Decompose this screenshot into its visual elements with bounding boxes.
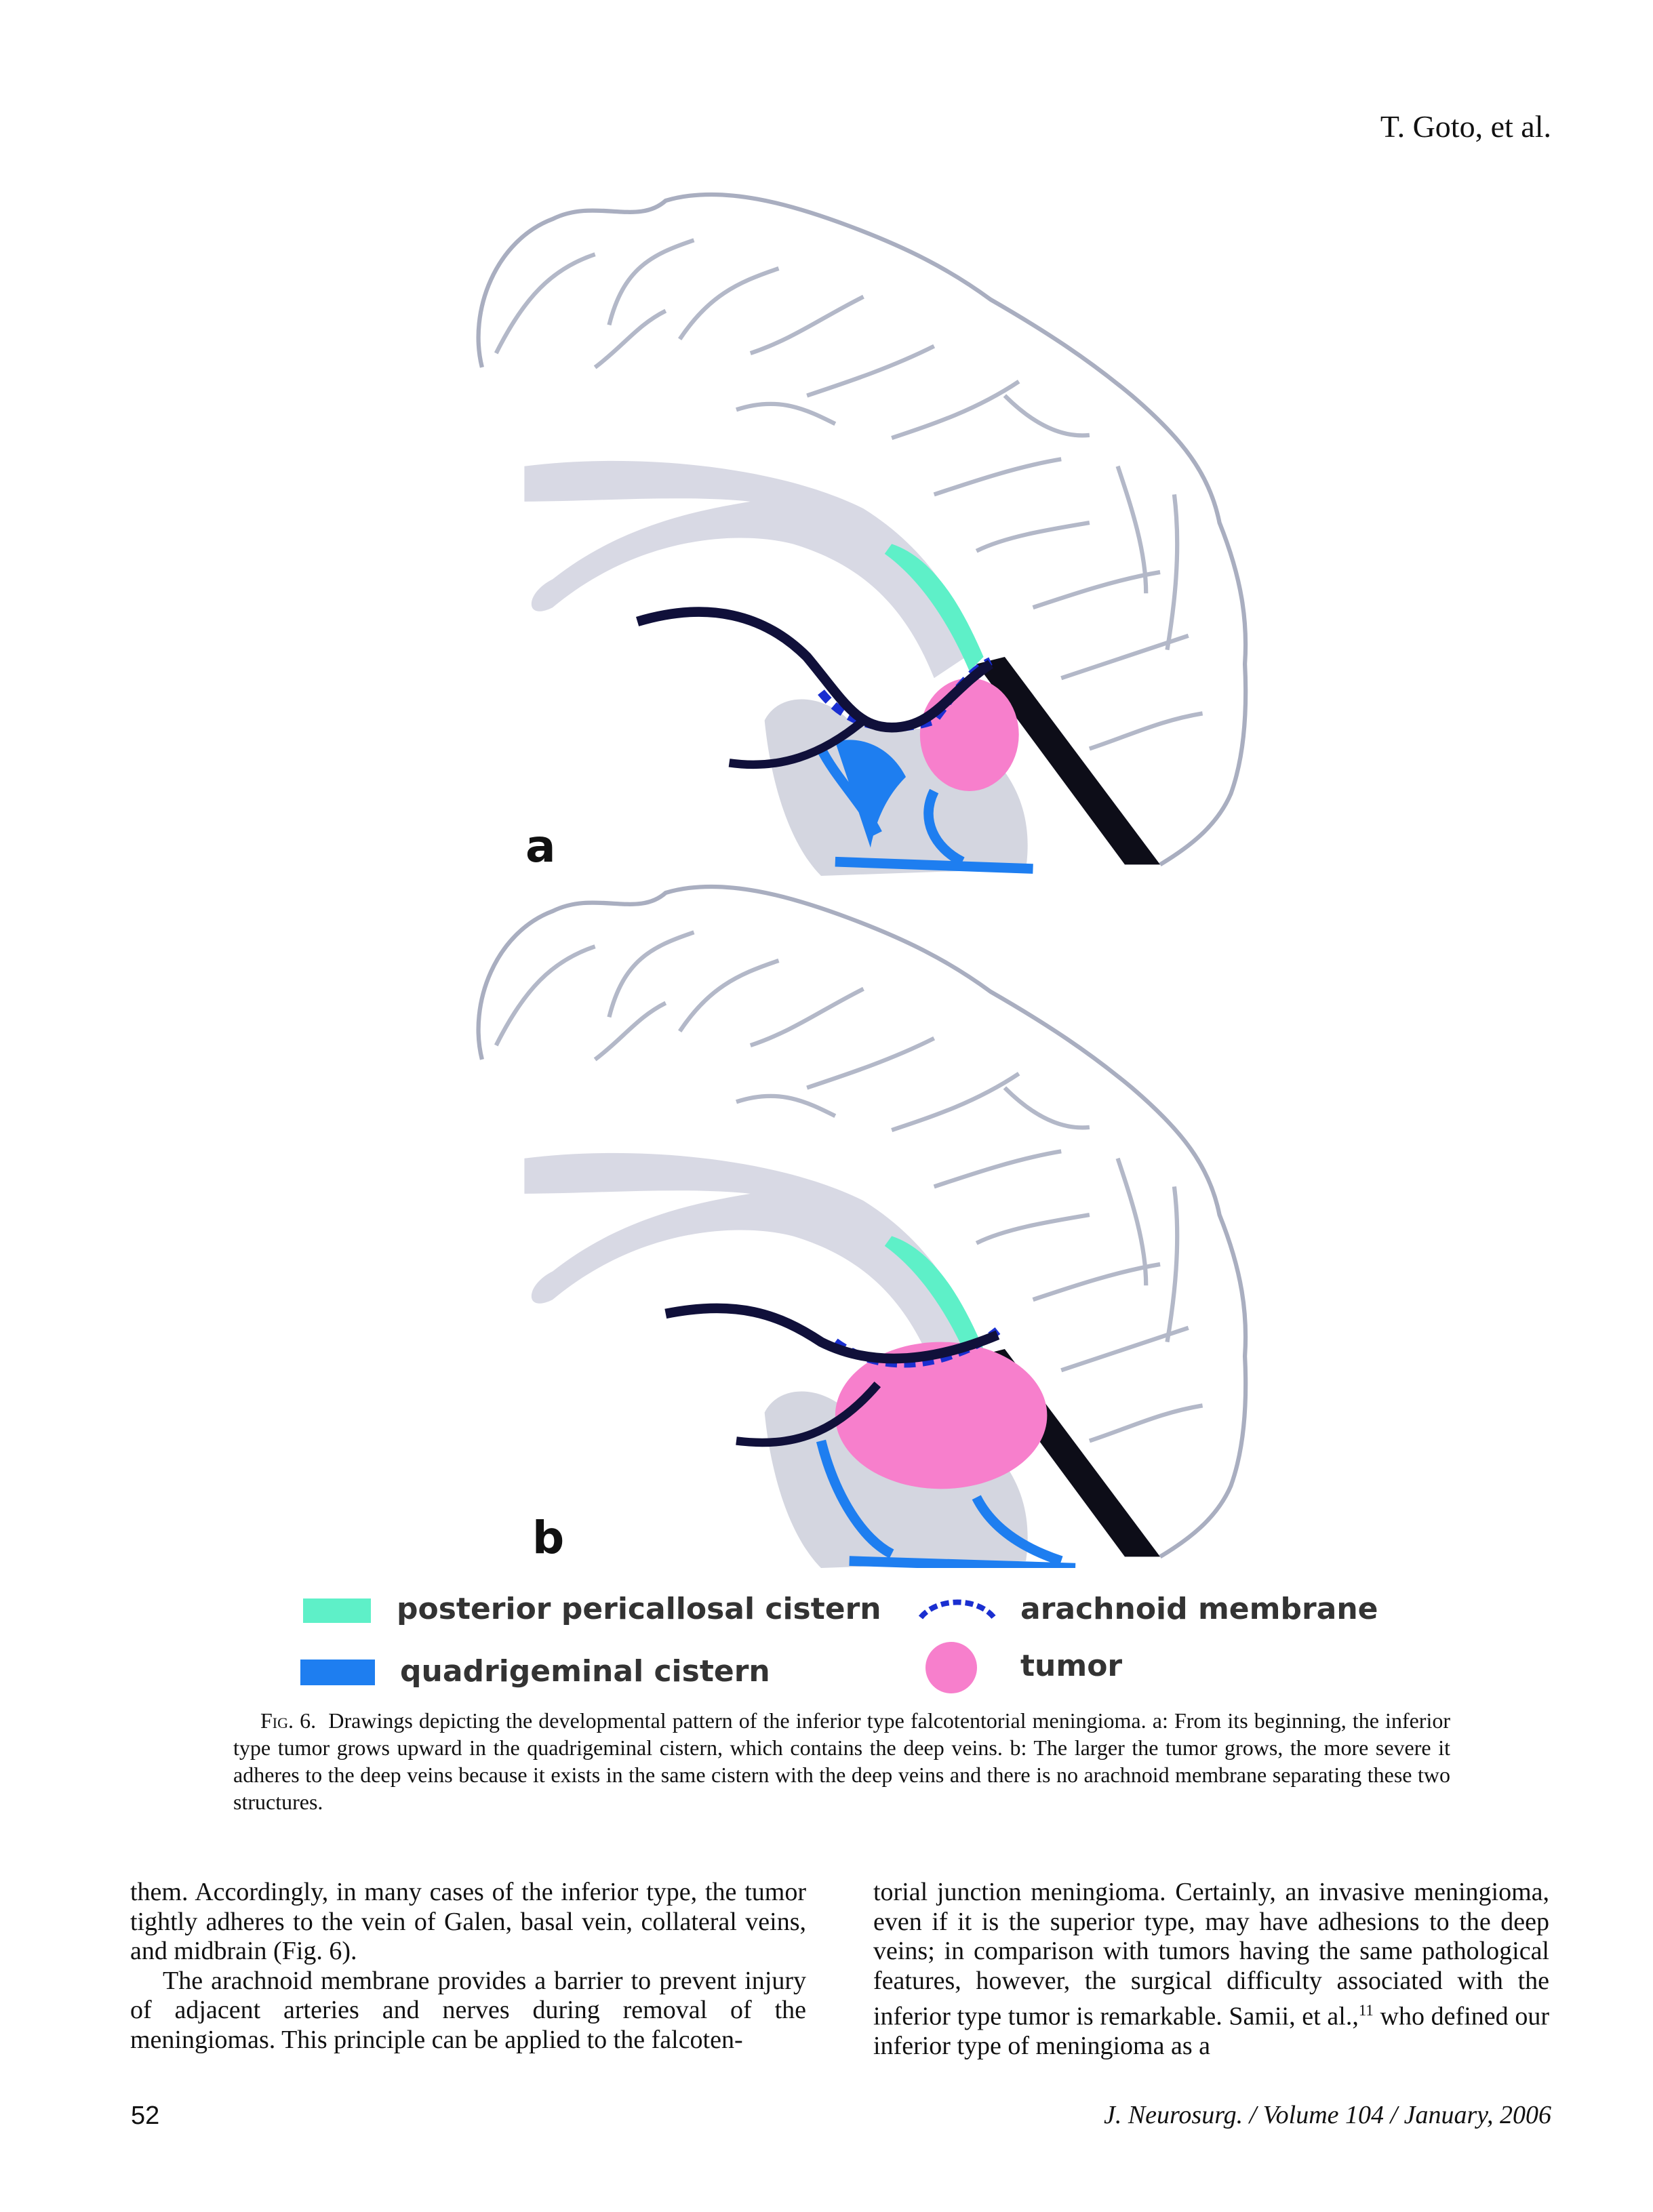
paragraph: The arachnoid membrane provides a barrie… — [130, 1966, 806, 2054]
legend-swatch-pericallosal — [303, 1598, 371, 1623]
journal-reference: J. Neurosurg. / Volume 104 / January, 20… — [1103, 2101, 1551, 2129]
legend-arachnoid-membrane-icon — [918, 1599, 997, 1620]
figure-caption: Fig. 6. Drawings depicting the developme… — [233, 1707, 1450, 1815]
brain-drawing-a — [468, 184, 1259, 876]
panel-label-a: a — [525, 820, 556, 872]
paragraph: them. Accordingly, in many cases of the … — [130, 1878, 806, 1965]
legend-label-arachnoid: arachnoid membrane — [1020, 1592, 1378, 1626]
quadrigeminal-cistern-fill — [835, 740, 907, 848]
figure-panel-a — [468, 184, 1259, 876]
brain-drawing-b — [468, 876, 1259, 1573]
tumor — [835, 1342, 1048, 1489]
figure-panel-b — [468, 876, 1259, 1573]
legend-swatch-quadrigeminal — [300, 1660, 375, 1685]
figure-caption-text: Drawings depicting the developmental pat… — [233, 1708, 1451, 1814]
legend-label-tumor: tumor — [1020, 1649, 1123, 1683]
body-column-left: them. Accordingly, in many cases of the … — [130, 1878, 806, 2055]
tumor — [919, 678, 1019, 791]
paragraph: torial junction meningioma. Certainly, a… — [873, 1878, 1549, 2062]
page-number: 52 — [131, 2102, 160, 2130]
basal-vein — [728, 717, 867, 769]
legend-label-quadrigeminal: quadrigeminal cistern — [400, 1654, 770, 1689]
panel-label-b: b — [532, 1512, 565, 1564]
legend-tumor-icon — [925, 1642, 977, 1693]
running-head: T. Goto, et al. — [1380, 109, 1551, 144]
paragraph-text: who defined our inferior type of meningi… — [873, 2002, 1549, 2061]
deep-vein — [636, 607, 994, 733]
deep-vein — [664, 1303, 1000, 1364]
quadrigeminal-cistern — [816, 1439, 1076, 1573]
citation-ref: 11 — [1358, 2002, 1374, 2019]
legend-label-pericallosal: posterior pericallosal cistern — [397, 1592, 881, 1626]
figure-caption-label: Fig. 6. — [260, 1708, 317, 1733]
paragraph-text: torial junction meningioma. Certainly, a… — [873, 1878, 1549, 2031]
basal-vein — [736, 1382, 881, 1447]
body-column-right: torial junction meningioma. Certainly, a… — [873, 1878, 1549, 2062]
